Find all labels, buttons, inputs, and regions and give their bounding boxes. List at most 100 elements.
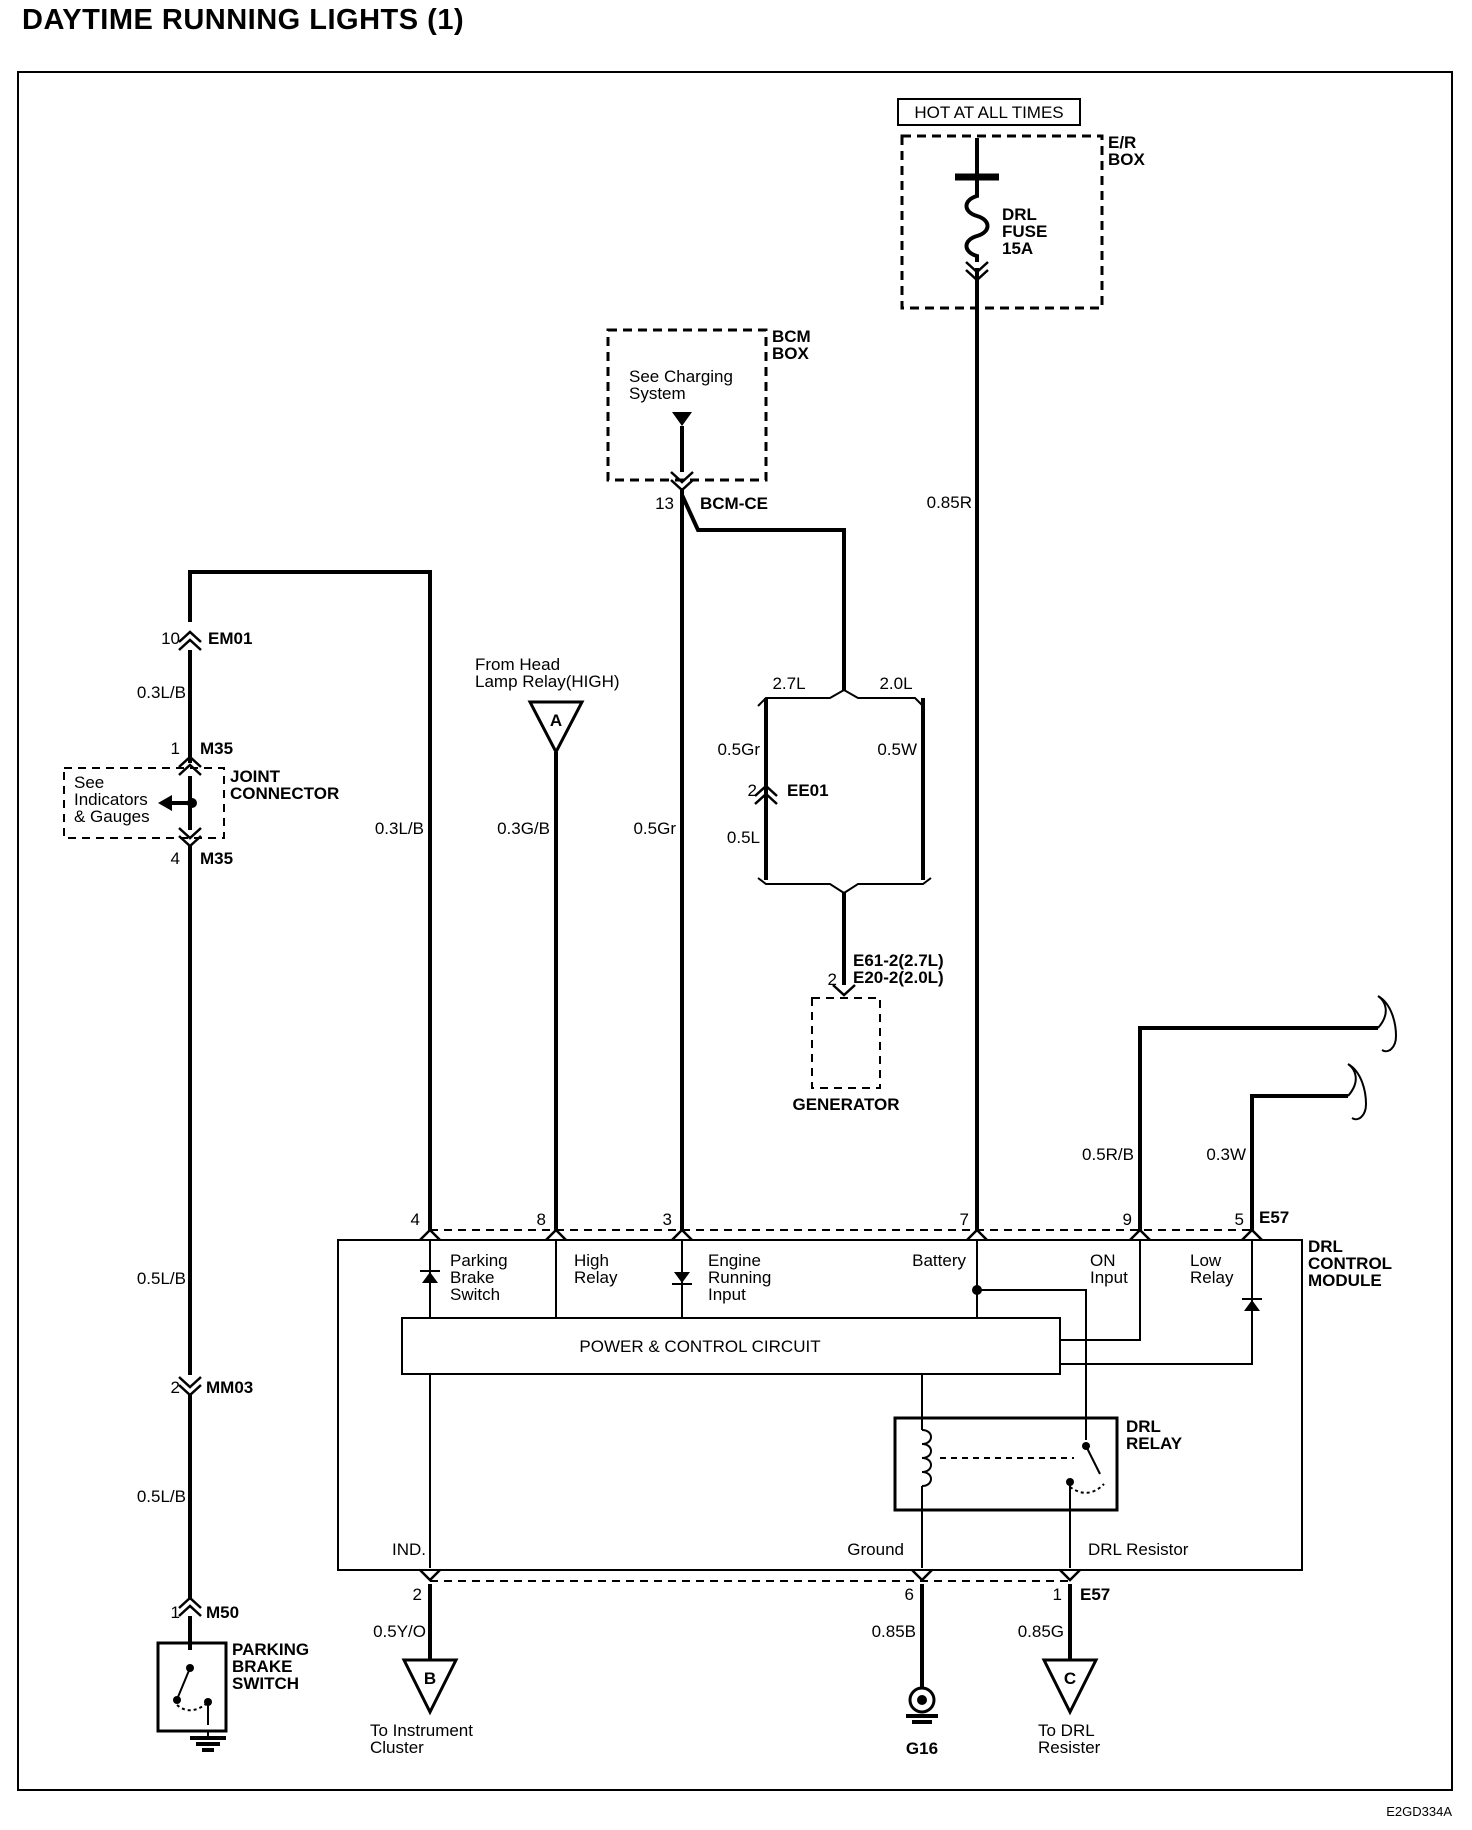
joint-connector-box [63,767,225,839]
m50-connector-icon [178,1596,202,1617]
module-connector-e57: E57 [1259,1208,1289,1227]
bcm-connector-label: BCM-CE [700,494,768,513]
low-relay-wire [1250,1094,1348,1232]
figure-code: E2GD334A [1386,1804,1452,1819]
fuse-symbol [964,180,990,262]
drl-relay-contact-icon [1066,1442,1105,1494]
power-control-circuit-label: POWER & CONTROL CIRCUIT [579,1337,820,1356]
svg-text:7: 7 [960,1210,969,1229]
bcm-arrow-icon [672,412,692,426]
svg-text:5: 5 [1235,1210,1244,1229]
svg-text:Ground: Ground [847,1540,904,1559]
svg-text:DRL Resistor: DRL Resistor [1088,1540,1189,1559]
wire-05lb-upper: 0.5L/B [137,1269,186,1288]
gen-wire-20: 2.0L [879,674,912,693]
ee01-connector-icon [754,784,778,805]
gen-connector-label: E61-2(2.7L)E20-2(2.0L) [853,951,944,987]
gen-wire-05l: 0.5L [727,828,760,847]
svg-text:8: 8 [537,1210,546,1229]
high-relay-wire-label: 0.3G/B [497,819,550,838]
svg-text:Battery: Battery [912,1251,966,1270]
m35-top-label: M35 [200,739,233,758]
svg-text:9: 9 [1123,1210,1132,1229]
m35-top-pin: 1 [171,739,180,758]
svg-text:3: 3 [663,1210,672,1229]
connector-a-triangle [527,700,585,756]
drl-relay-box [893,1416,1119,1512]
wire-085g-label: 0.85G [1018,1622,1064,1641]
top-pin-battery: 7 Battery [912,1210,988,1318]
m35-top-connector-icon [178,755,202,776]
svg-text:4: 4 [411,1210,420,1229]
parking-brake-top-wire [188,570,432,1232]
connector-c-triangle [1041,1658,1099,1716]
em01-pin: 10 [161,629,180,648]
switch-ground-icon [190,1731,226,1752]
generator-box [811,997,881,1089]
joint-arrow-icon [158,795,172,811]
on-input-break-icon [1377,995,1398,1053]
svg-text:1: 1 [1053,1585,1062,1604]
connector-a-label: A [550,711,562,730]
svg-text:6: 6 [905,1585,914,1604]
bcm-to-generator-wire [680,494,846,690]
drl-relay-coil-icon [921,1429,932,1487]
svg-text:IND.: IND. [392,1540,426,1559]
power-control-circuit-box [401,1317,1061,1375]
bcm-box [606,328,768,482]
on-input-wire-label: 0.5R/B [1082,1145,1134,1164]
low-relay-break-icon [1347,1063,1368,1121]
em01-connector-icon [178,630,202,651]
wire-03lb-top: 0.3L/B [137,683,186,702]
gen-wire-05w: 0.5W [877,740,917,759]
generator-bottom-join [757,877,932,895]
em01-label: EM01 [208,629,252,648]
bcm-pin: 13 [655,494,674,513]
gen-wire-05gr: 0.5Gr [717,740,760,759]
mm03-pin: 2 [171,1378,180,1397]
m35-bottom-pin: 4 [171,849,180,868]
engine-wire-label: 0.5Gr [633,819,676,838]
wire-03lb-right: 0.3L/B [375,819,424,838]
wire-05yo-label: 0.5Y/O [373,1622,426,1641]
ee01-pin: 2 [748,781,757,800]
parking-brake-switch-box [156,1641,228,1733]
wire-05lb-lower: 0.5L/B [137,1487,186,1506]
mm03-connector-icon [178,1376,202,1397]
ground-g16-label: G16 [906,1739,938,1758]
on-input-wire [1138,1026,1378,1232]
bottom-pin-ground: Ground 6 [847,1540,933,1604]
hot-at-all-times-box [897,98,1081,126]
parking-brake-switch-icon [173,1664,212,1725]
gen-pin: 2 [828,970,837,989]
connector-b-label: B [424,1669,436,1688]
bottom-pin-drl-resistor: DRL Resistor 1 [1053,1540,1189,1604]
page-title: DAYTIME RUNNING LIGHTS (1) [22,4,465,36]
mm03-label: MM03 [206,1378,253,1397]
ee01-label: EE01 [787,781,829,800]
connector-b-triangle [401,1658,459,1716]
m50-label: M50 [206,1603,239,1622]
wire-085b-label: 0.85B [872,1622,916,1641]
drl-control-module-box [337,1239,1303,1571]
er-box [900,134,1104,310]
bottom-pin-ind: IND. 2 [392,1540,441,1604]
